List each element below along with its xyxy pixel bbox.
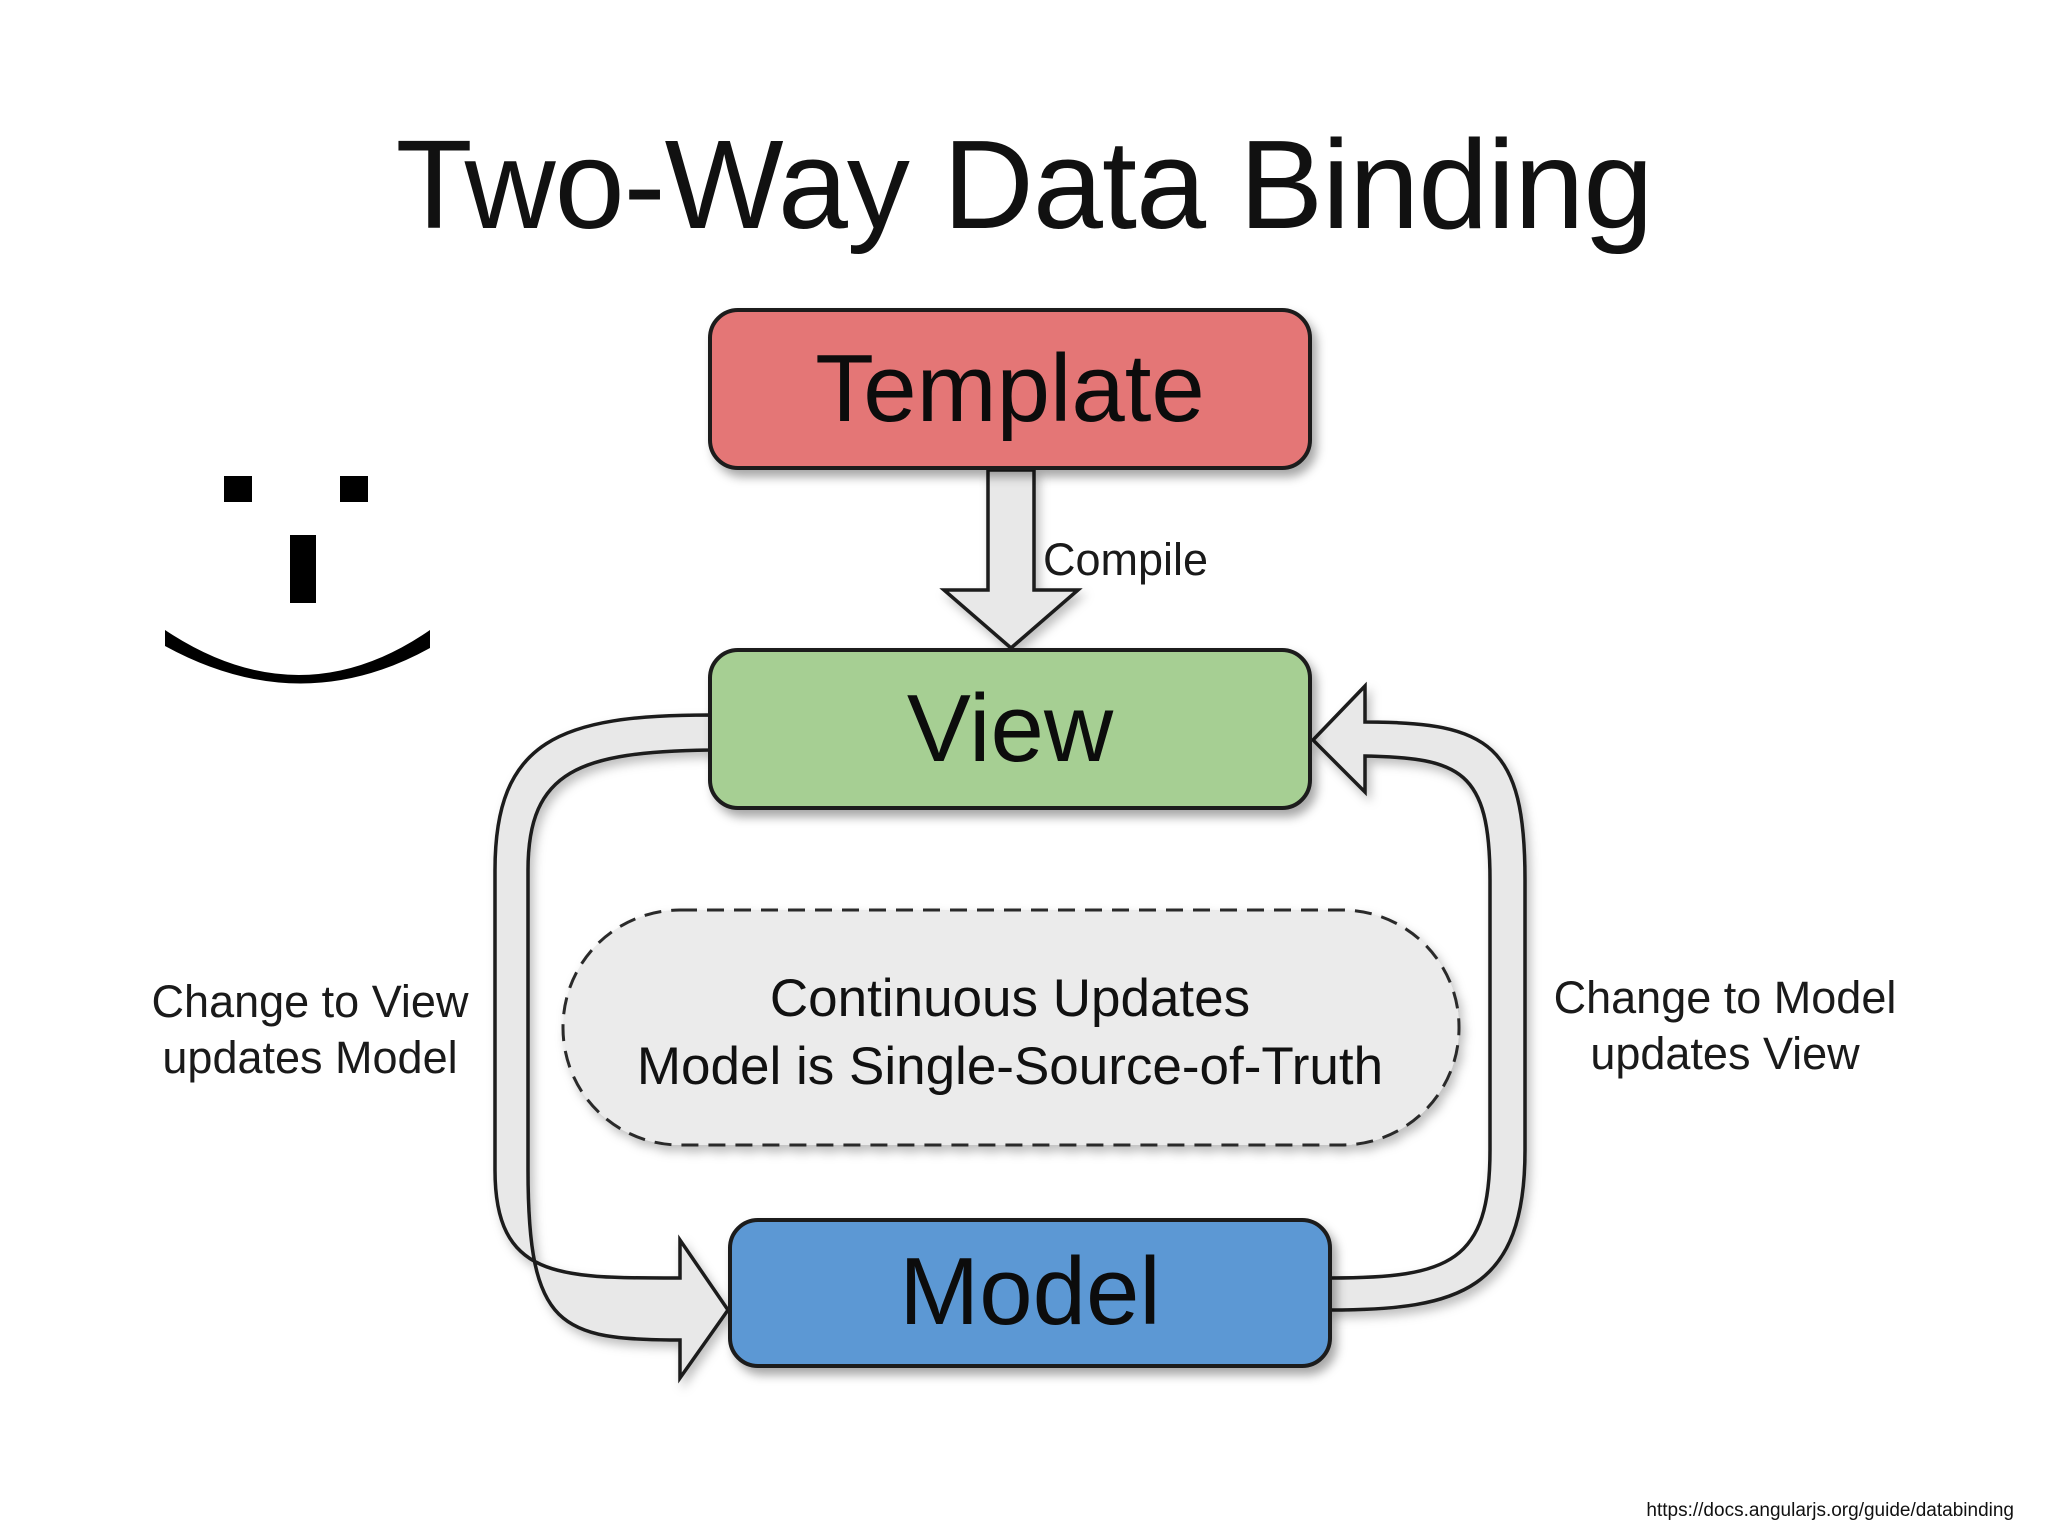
arrow-model-to-view [1310, 681, 1527, 1312]
center-note: Continuous Updates Model is Single-Sourc… [565, 965, 1455, 1101]
source-url: https://docs.angularjs.org/guide/databin… [1646, 1500, 2014, 1521]
view-to-model-label: Change to View updates Model [130, 974, 490, 1086]
view-label: View [906, 675, 1114, 782]
arrow-view-to-model [493, 713, 731, 1384]
center-note-line-2: Model is Single-Source-of-Truth [636, 1037, 1384, 1096]
center-note-line-1: Continuous Updates [769, 969, 1251, 1028]
template-label: Template [815, 335, 1205, 442]
compile-label: Compile [1043, 534, 1209, 585]
model-label: Model [899, 1238, 1161, 1345]
model-to-view-line-2: updates View [1590, 1028, 1860, 1079]
continuous-updates-box [561, 908, 1461, 1147]
smiley-face-icon [165, 476, 430, 684]
view-to-model-line-2: updates Model [162, 1032, 458, 1083]
arrow-compile [939, 468, 1083, 651]
view-to-model-line-1: Change to View [151, 976, 469, 1027]
template-box [708, 308, 1312, 470]
view-box [708, 648, 1312, 810]
diagram-title: Two-Way Data Binding [395, 114, 1654, 255]
model-to-view-label: Change to Model updates View [1540, 970, 1910, 1082]
model-box [728, 1218, 1332, 1368]
model-to-view-line-1: Change to Model [1553, 972, 1897, 1023]
